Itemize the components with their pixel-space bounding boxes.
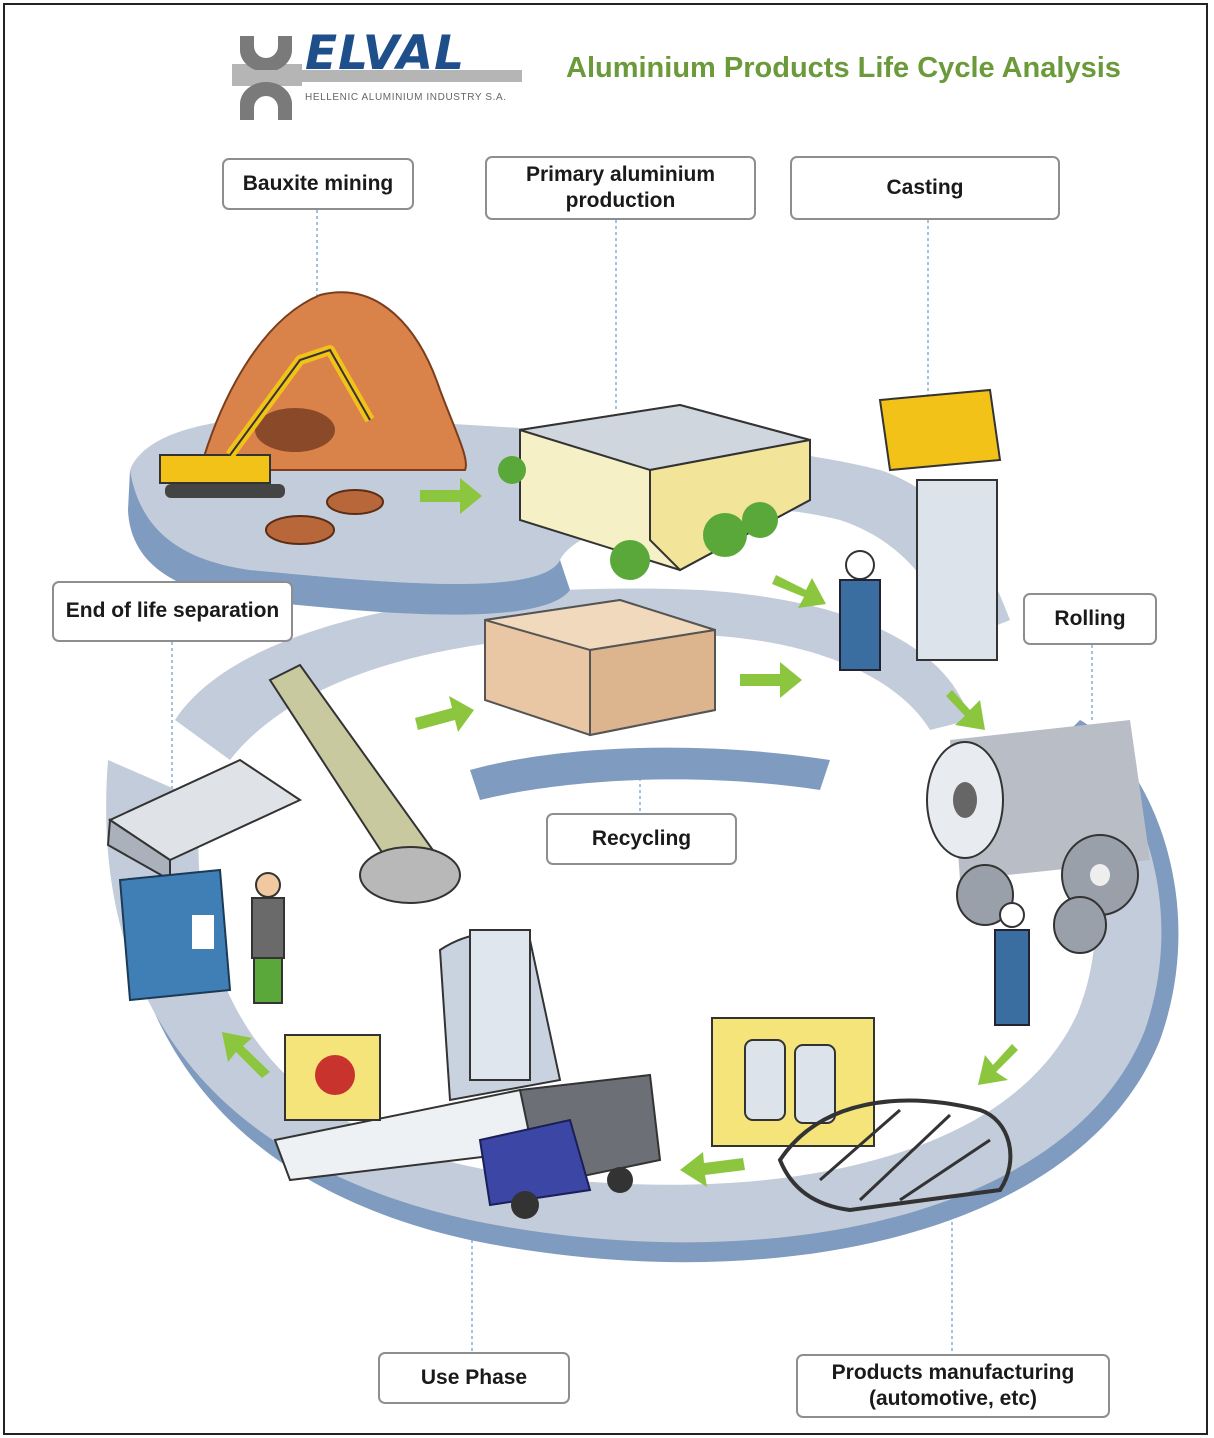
arrow-down-icon — [946, 690, 985, 730]
flow-arrows — [222, 478, 1018, 1187]
arrow-right-icon — [772, 575, 826, 608]
separation-conveyor-illustration — [106, 663, 461, 1004]
logo-bar — [232, 70, 522, 82]
recycling-bales-illustration — [484, 598, 716, 737]
label-recycling: Recycling — [546, 813, 737, 865]
use-phase-illustration — [273, 929, 662, 1219]
smelter-factory-illustration — [498, 403, 811, 580]
brand-name: ELVAL — [305, 26, 466, 81]
elval-logo: ELVAL HELLENIC ALUMINIUM INDUSTRY S.A. — [232, 30, 524, 120]
label-rolling: Rolling — [1023, 593, 1157, 645]
label-end-of-life-separation: End of life separation — [52, 581, 293, 642]
arrow-left-icon — [680, 1152, 745, 1187]
bauxite-mine-illustration — [159, 291, 467, 545]
label-casting: Casting — [790, 156, 1060, 220]
label-use-phase: Use Phase — [378, 1352, 570, 1404]
label-products-manufacturing: Products manufacturing (automotive, etc) — [796, 1354, 1110, 1418]
arrow-up-left-icon — [222, 1032, 270, 1078]
arrow-right-icon — [415, 696, 474, 732]
casting-illustration — [839, 388, 1002, 671]
rolling-coils-illustration — [926, 720, 1150, 1026]
label-primary-production: Primary aluminium production — [485, 156, 756, 220]
arrow-right-icon — [420, 478, 482, 514]
arrow-down-left-icon — [978, 1044, 1018, 1085]
brand-subtitle: HELLENIC ALUMINIUM INDUSTRY S.A. — [305, 92, 507, 103]
products-manufacturing-illustration — [711, 1017, 1013, 1213]
leader-lines — [171, 210, 1093, 1354]
label-bauxite-mining: Bauxite mining — [222, 158, 414, 210]
page-title: Aluminium Products Life Cycle Analysis — [566, 52, 1121, 84]
arrow-right-icon — [740, 662, 802, 698]
